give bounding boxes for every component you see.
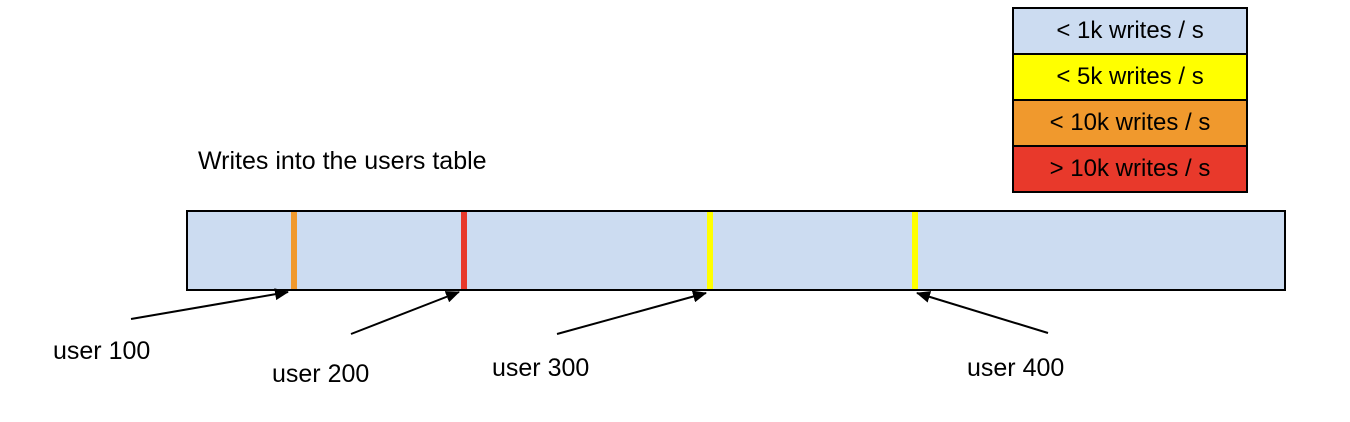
diagram-title: Writes into the users table (198, 147, 487, 175)
legend-item-lt-5k: < 5k writes / s (1012, 53, 1248, 101)
write-hotspot-user-100 (291, 212, 297, 289)
label-user-200: user 200 (272, 360, 370, 388)
legend-item-lt-10k: < 10k writes / s (1012, 99, 1248, 147)
write-hotspot-user-400 (912, 212, 918, 289)
legend: < 1k writes / s < 5k writes / s < 10k wr… (1012, 7, 1248, 193)
write-hotspot-user-200 (461, 212, 467, 289)
label-user-300: user 300 (492, 354, 590, 382)
arrow-user-400 (916, 291, 1049, 334)
arrow-user-100 (130, 288, 289, 320)
legend-item-lt-1k: < 1k writes / s (1012, 7, 1248, 55)
write-hotspot-user-300 (707, 212, 713, 289)
label-user-100: user 100 (53, 337, 151, 365)
users-table-bar (186, 210, 1286, 291)
legend-item-gt-10k: > 10k writes / s (1012, 145, 1248, 193)
arrow-user-200 (350, 291, 460, 335)
arrow-user-300 (556, 290, 707, 335)
label-user-400: user 400 (967, 354, 1065, 382)
